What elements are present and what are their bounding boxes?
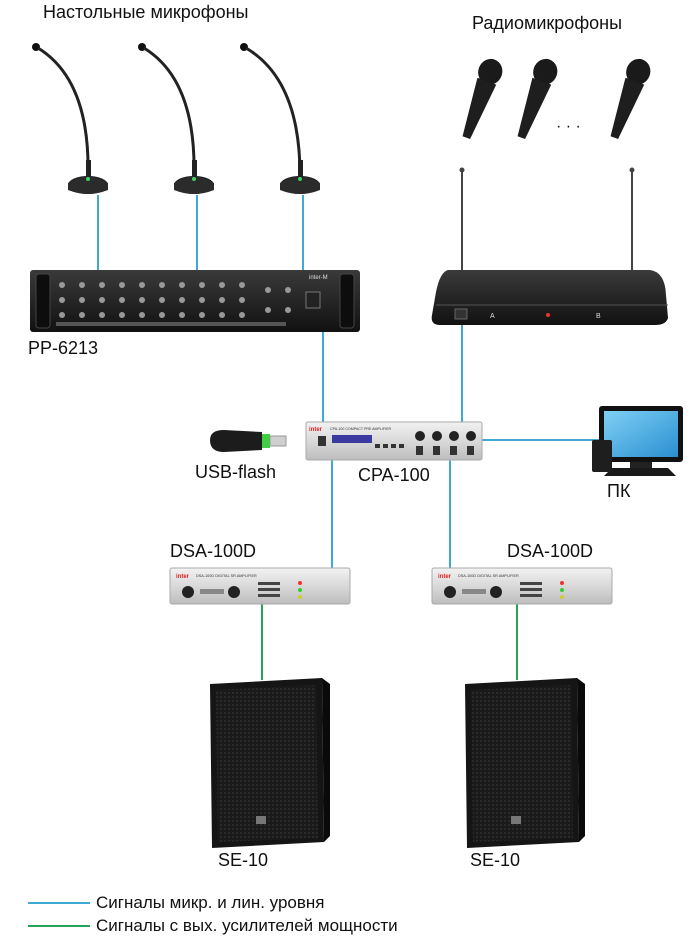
desk-mics-title: Настольные микрофоны xyxy=(43,2,249,22)
preamp-cpa100: inter CPA-100 COMPACT PRE AMPLIFIER xyxy=(305,421,483,461)
amplifier-right: inter DSA-100D DIGITAL SR AMPLIFIER xyxy=(431,567,613,605)
preamp-label: CPA-100 xyxy=(358,465,430,485)
receiver-channel-a: A xyxy=(490,313,495,320)
radio-microphone-3 xyxy=(610,58,651,139)
radio-mics-title: Радиомикрофоны xyxy=(472,13,623,33)
radio-microphone-1 xyxy=(462,58,503,139)
pc-label: ПК xyxy=(607,481,631,501)
blue-signal-lines xyxy=(97,195,605,568)
mixer-label: PP-6213 xyxy=(28,338,99,358)
amp-right-brand-text: inter xyxy=(438,574,452,580)
mixer-brand-text: inter-M xyxy=(309,275,328,281)
mixer-pp6213: inter-M xyxy=(30,270,360,332)
desk-microphone-2 xyxy=(138,43,214,194)
amp-left-brand-text: inter xyxy=(176,574,190,580)
preamp-model-text: CPA-100 COMPACT PRE AMPLIFIER xyxy=(330,427,392,431)
speaker-left xyxy=(210,678,330,848)
wireless-receiver: A B xyxy=(431,167,668,325)
speaker-right-label: SE-10 xyxy=(470,850,521,870)
speaker-left-label: SE-10 xyxy=(218,850,269,870)
legend-green-text: Сигналы с вых. усилителей мощности xyxy=(96,916,398,935)
desk-microphone-1 xyxy=(32,43,108,194)
amp-right-model-text: DSA-100D DIGITAL SR AMPLIFIER xyxy=(458,574,519,578)
legend-blue-text: Сигналы микр. и лин. уровня xyxy=(96,893,325,912)
radio-microphone-2 xyxy=(517,58,558,139)
receiver-channel-b: B xyxy=(596,313,601,320)
radio-mics-ellipsis: · · · xyxy=(556,118,581,135)
speaker-right xyxy=(465,678,585,848)
usb-label: USB-flash xyxy=(195,462,277,482)
amp-right-label: DSA-100D xyxy=(507,541,594,561)
green-power-lines xyxy=(261,604,518,680)
desk-microphone-3 xyxy=(240,43,320,194)
amp-left-model-text: DSA-100D DIGITAL SR AMPLIFIER xyxy=(196,574,257,578)
preamp-brand-text: inter xyxy=(309,427,323,433)
pc-computer xyxy=(592,406,683,476)
amplifier-left: inter DSA-100D DIGITAL SR AMPLIFIER xyxy=(169,567,351,605)
usb-flash-drive xyxy=(210,430,287,452)
amp-left-label: DSA-100D xyxy=(170,541,257,561)
